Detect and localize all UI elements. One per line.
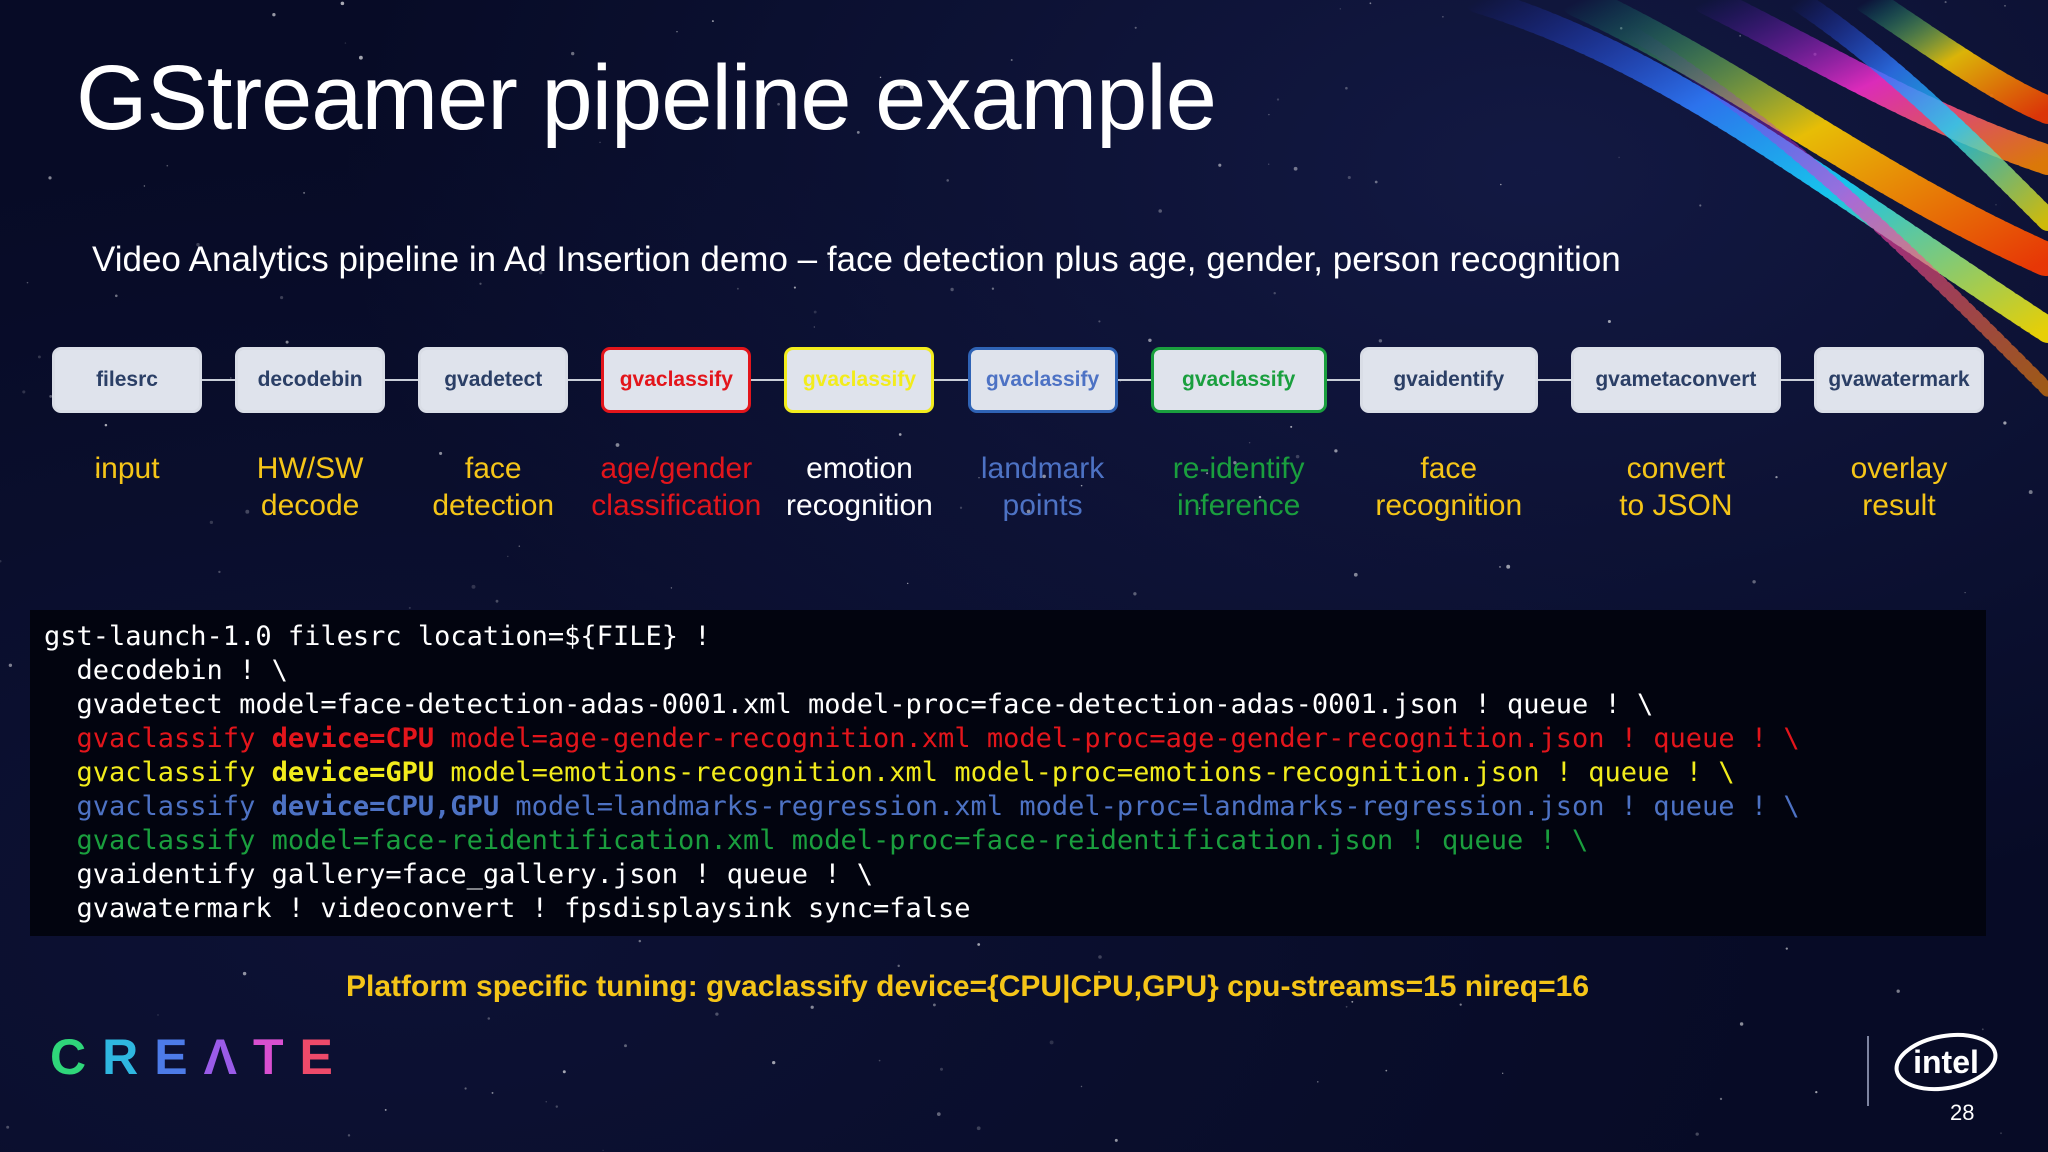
pipeline-label-line-1: emotion [806, 452, 913, 485]
pipeline-label-line-1: overlay [1850, 452, 1948, 485]
pipeline-label-line-2: points [1002, 489, 1083, 522]
code-text: gst-launch-1.0 filesrc location=${FILE} … [44, 621, 711, 652]
code-text: gvaclassify [44, 757, 272, 788]
code-text: gvaclassify model=face-reidentification.… [44, 825, 1589, 856]
pipeline-label-5: emotion recognition [749, 450, 969, 524]
pipeline-element-gvaclassify-6: gvaclassify [967, 347, 1118, 413]
pipeline-label-10: overlay result [1789, 450, 2009, 524]
pipeline-labels: input HW/SW decode face detection age/gender c… [52, 450, 1984, 530]
pipeline-label-9: convert to JSON [1566, 450, 1786, 524]
create-letter: E [299, 1029, 335, 1085]
code-text: model=landmarks-regression.xml model-pro… [499, 791, 1800, 822]
svg-text:intel: intel [1913, 1044, 1979, 1080]
pipeline-label-1: input [17, 450, 237, 487]
code-text: gvadetect model=face-detection-adas-0001… [44, 689, 1654, 720]
pipeline-label-line-1: face [1420, 452, 1478, 485]
tuning-note: Platform specific tuning: gvaclassify de… [346, 970, 1590, 1003]
code-text: gvaclassify [44, 723, 272, 754]
code-device-option: device=CPU [271, 723, 435, 754]
pipeline-element-filesrc-1: filesrc [52, 347, 202, 413]
slide-title: GStreamer pipeline example [76, 47, 1217, 149]
pipeline-label-line-2: recognition [1375, 489, 1523, 522]
pipeline-label-line-1: re-identify [1172, 452, 1305, 485]
decorative-ribbon [1465, 0, 2048, 397]
code-text: gvaidentify gallery=face_gallery.json ! … [44, 859, 874, 890]
create-letter: T [252, 1029, 286, 1085]
code-text: model=emotions-recognition.xml model-pro… [434, 757, 1735, 788]
code-device-option: device=CPU,GPU [271, 791, 500, 822]
pipeline-label-line-2: inference [1176, 489, 1301, 522]
code-text: decodebin ! \ [44, 655, 288, 686]
pipeline-element-gvaclassify-7: gvaclassify [1150, 347, 1327, 413]
pipeline-label-2: HW/SW decode [200, 450, 420, 524]
code-text: gvaclassify [44, 791, 272, 822]
pipeline-label-line-2: result [1862, 489, 1936, 522]
pipeline-label-line-1: input [94, 452, 160, 485]
code-line-9: gvawatermark ! videoconvert ! fpsdisplay… [44, 892, 1972, 926]
code-text: gvawatermark ! videoconvert ! fpsdisplay… [44, 893, 971, 924]
pipeline-element-gvadetect-3: gvadetect [418, 347, 569, 413]
pipeline-label-6: landmark points [933, 450, 1153, 524]
page-number: 28 [1950, 1100, 1975, 1125]
pipeline-label-line-1: face [464, 452, 522, 485]
pipeline-element-gvametaconvert-9: gvametaconvert [1570, 347, 1781, 413]
intel-logo: intel [1894, 1032, 1998, 1092]
create-letter: E [154, 1029, 190, 1085]
slide-subtitle: Video Analytics pipeline in Ad Insertion… [92, 240, 1621, 279]
code-line-5: gvaclassify device=GPU model=emotions-re… [44, 756, 1972, 790]
pipeline-label-line-2: recognition [786, 489, 933, 522]
pipeline-label-line-1: convert [1626, 452, 1726, 485]
pipeline-label-line-1: age/gender [600, 452, 753, 485]
pipeline-element-gvaidentify-8: gvaidentify [1359, 347, 1538, 413]
code-line-1: gst-launch-1.0 filesrc location=${FILE} … [44, 620, 1972, 654]
gst-launch-command-block: gst-launch-1.0 filesrc location=${FILE} … [30, 610, 1986, 936]
code-line-7: gvaclassify model=face-reidentification.… [44, 824, 1972, 858]
pipeline-element-gvaclassify-5: gvaclassify [784, 347, 935, 413]
code-device-option: device=GPU [271, 757, 435, 788]
pipeline-label-line-1: HW/SW [256, 452, 364, 485]
logo-divider [1867, 1036, 1869, 1106]
code-line-2: decodebin ! \ [44, 654, 1972, 688]
code-line-4: gvaclassify device=CPU model=age-gender-… [44, 722, 1972, 756]
code-line-6: gvaclassify device=CPU,GPU model=landmar… [44, 790, 1972, 824]
code-line-3: gvadetect model=face-detection-adas-0001… [44, 688, 1972, 722]
pipeline-label-line-2: to JSON [1619, 489, 1733, 522]
code-line-8: gvaidentify gallery=face_gallery.json ! … [44, 858, 1972, 892]
pipeline-label-3: face detection [383, 450, 603, 524]
pipeline-label-4: age/gender classification [566, 450, 786, 524]
code-text: model=age-gender-recognition.xml model-p… [434, 723, 1800, 754]
pipeline-element-decodebin-2: decodebin [235, 347, 386, 413]
pipeline-label-line-2: classification [591, 489, 762, 522]
create-letter: C [50, 1029, 89, 1085]
pipeline-element-gvaclassify-4: gvaclassify [601, 347, 752, 413]
pipeline-diagram: filesrc decodebin gvadetect gvaclassify gvac… [52, 344, 1984, 416]
pipeline-element-gvawatermark-10: gvawatermark [1813, 347, 1984, 413]
create-letter: Λ [203, 1029, 239, 1085]
pipeline-label-8: face recognition [1339, 450, 1559, 524]
pipeline-label-line-1: landmark [980, 452, 1105, 485]
create-letter: R [102, 1029, 141, 1085]
pipeline-label-line-2: decode [260, 489, 360, 522]
pipeline-label-line-2: detection [432, 489, 555, 522]
pipeline-label-7: re-identify inference [1129, 450, 1349, 524]
